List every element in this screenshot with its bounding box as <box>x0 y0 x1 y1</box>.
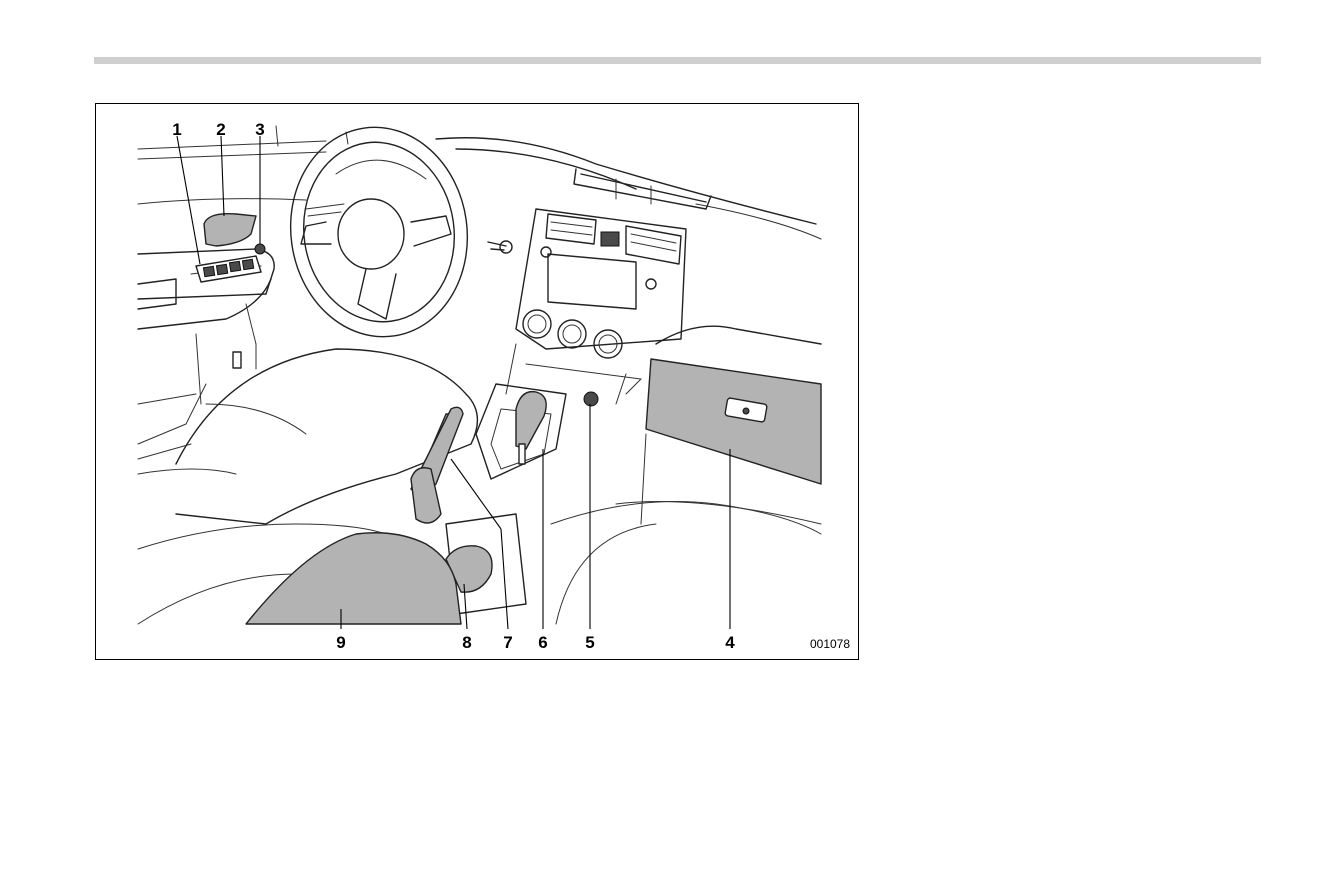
inner-door-handle-shape <box>204 214 256 246</box>
door-lock-switch-shape <box>255 244 265 254</box>
callout-1: 1 <box>172 120 181 139</box>
steering-wheel <box>277 116 512 348</box>
interior-illustration: 1 2 3 4 5 6 7 8 9 001078 <box>96 104 859 660</box>
figure-id-code: 001078 <box>810 637 850 651</box>
console-box-shape <box>246 533 461 624</box>
callout-7: 7 <box>503 633 512 652</box>
callout-6: 6 <box>538 633 547 652</box>
interior-illustration-figure: 1 2 3 4 5 6 7 8 9 001078 <box>95 103 859 660</box>
passenger-seat <box>551 502 821 625</box>
power-window-switches-shape <box>196 256 261 282</box>
callout-4: 4 <box>725 633 735 652</box>
accessory-power-outlet-shape <box>584 392 598 406</box>
callout-5: 5 <box>585 633 594 652</box>
callout-3: 3 <box>255 120 264 139</box>
callout-9: 9 <box>336 633 345 652</box>
callout-2: 2 <box>216 120 225 139</box>
glove-box-shape <box>616 326 821 524</box>
page-header-rule <box>94 57 1261 64</box>
select-lever-shape <box>476 384 566 479</box>
callout-8: 8 <box>462 633 471 652</box>
